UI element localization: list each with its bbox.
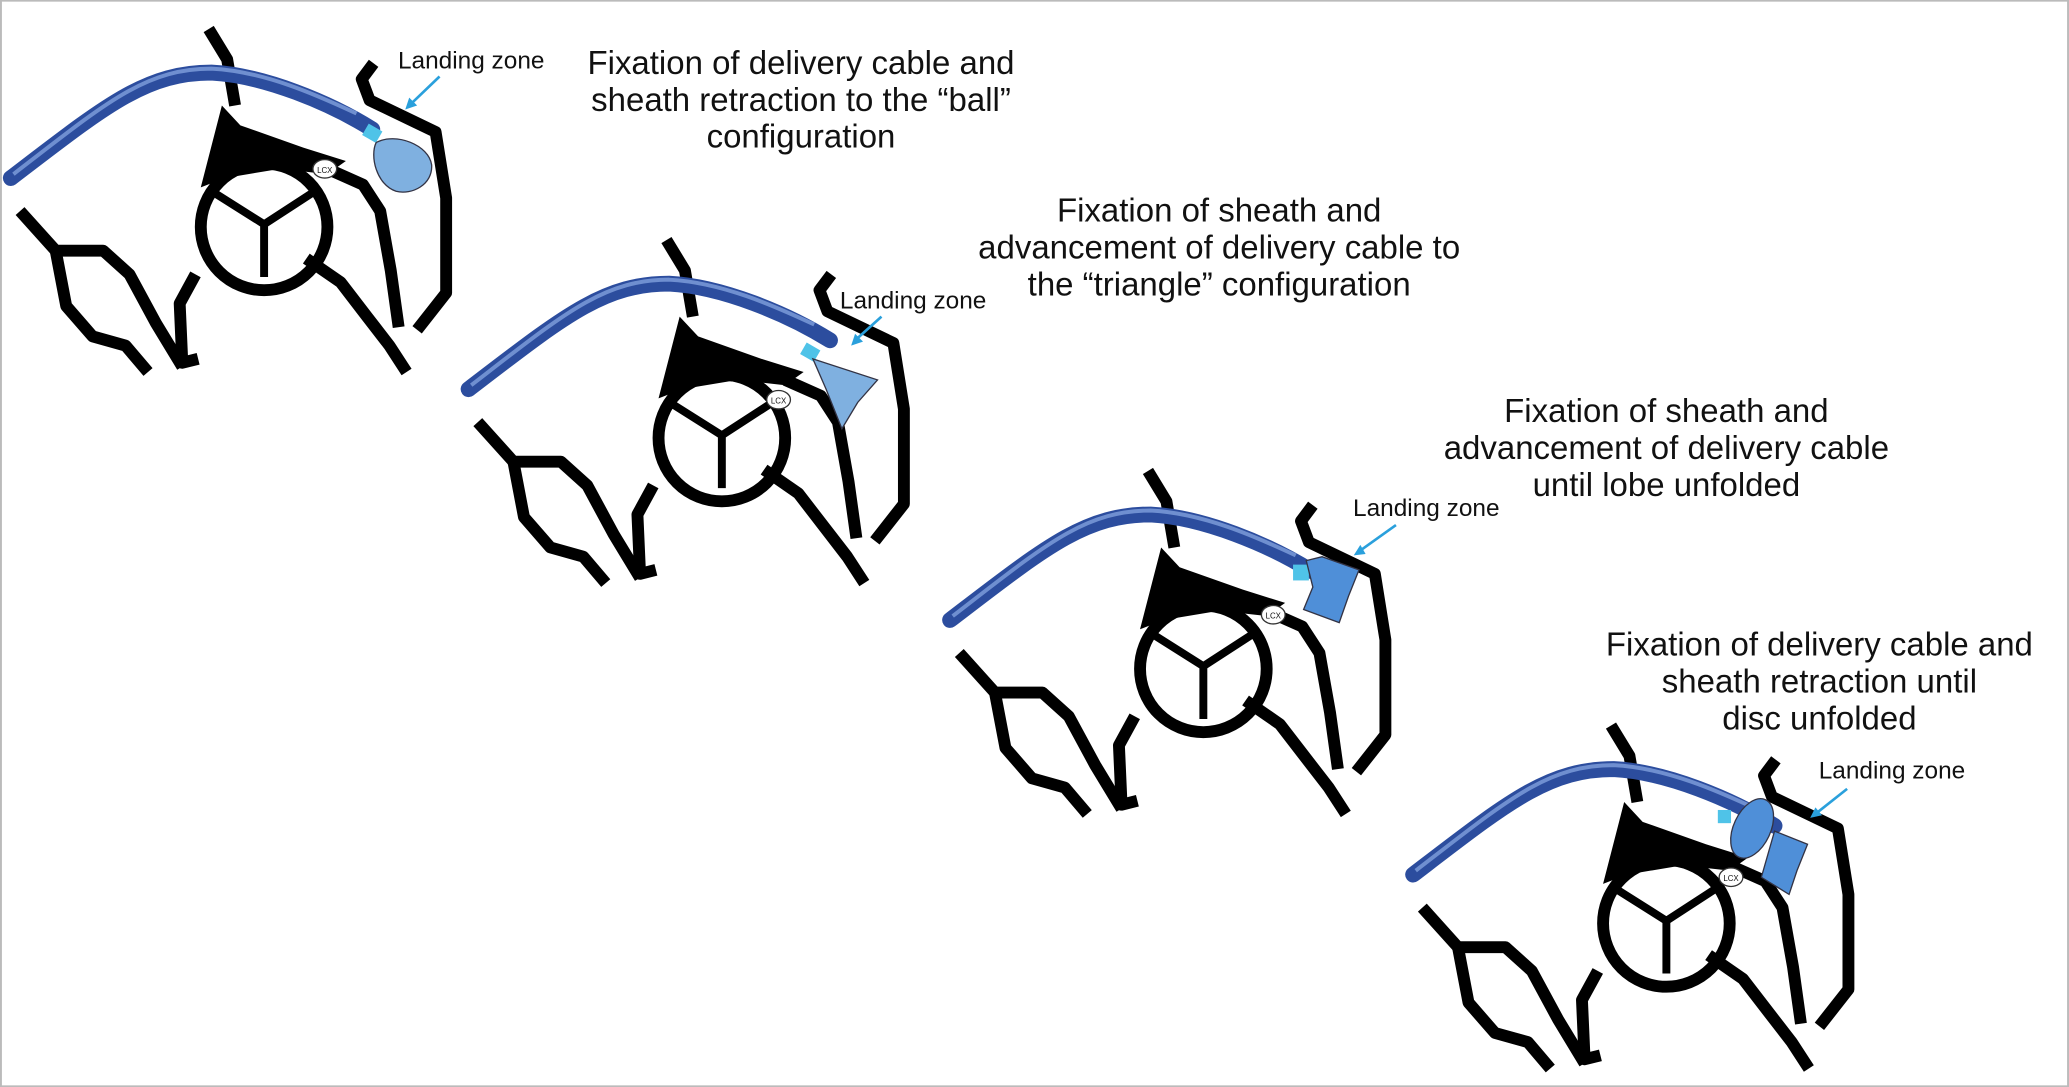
- step-title-line: disc unfolded: [1722, 700, 1916, 737]
- step-title-line: the “triangle” configuration: [1028, 265, 1411, 302]
- step-title-line: Fixation of delivery cable and: [1606, 626, 2033, 663]
- landing-zone-label: Landing zone: [398, 48, 544, 75]
- step-title-line: sheath retraction until: [1662, 663, 1977, 700]
- step-title-line: advancement of delivery cable: [1444, 429, 1889, 466]
- landing-zone-label: Landing zone: [1353, 495, 1499, 522]
- lcx-marker: [766, 389, 792, 410]
- device-ball: [373, 138, 433, 193]
- landing-zone-label: Landing zone: [840, 288, 986, 315]
- device-lobe: [1760, 830, 1809, 896]
- arrow-icon: [1358, 523, 1397, 553]
- sheath-tip: [362, 123, 383, 143]
- panel-3: LCX Landing zone Fixation of sheath and …: [950, 392, 1889, 814]
- step-title-line: Fixation of sheath and: [1057, 192, 1381, 229]
- arrowhead-icon: [1810, 807, 1823, 818]
- lcx-marker: [1260, 604, 1286, 625]
- sheath-tip: [800, 342, 821, 362]
- panel-4: LCX Landing zone Fixation of delivery ca…: [1413, 626, 2033, 1069]
- lcx-marker: [312, 158, 338, 179]
- landing-zone-label: Landing zone: [1819, 757, 1965, 784]
- lcx-marker: [1718, 867, 1744, 888]
- lcx-label: LCX: [317, 166, 333, 175]
- step-title-line: until lobe unfolded: [1533, 466, 1801, 503]
- lcx-label: LCX: [1723, 874, 1739, 883]
- arrow-icon: [1814, 787, 1848, 815]
- sheath-tip: [1717, 809, 1732, 824]
- device-lobe: [1302, 556, 1360, 624]
- arrowhead-icon: [405, 97, 418, 110]
- panel-1: LCX Landing zone Fixation of delivery ca…: [11, 29, 1015, 372]
- step-title-line: sheath retraction to the “ball”: [591, 81, 1011, 118]
- arrowhead-icon: [851, 333, 864, 346]
- arrow-icon: [854, 315, 883, 342]
- device-triangle: [811, 357, 879, 431]
- step-title-line: Fixation of sheath and: [1504, 392, 1828, 429]
- step-title-line: Fixation of delivery cable and: [587, 44, 1014, 81]
- device-disc: [1730, 798, 1775, 859]
- step-title-line: advancement of delivery cable to: [978, 229, 1460, 266]
- lcx-label: LCX: [771, 397, 787, 406]
- arrow-icon: [408, 75, 441, 107]
- arrowhead-icon: [1353, 544, 1366, 556]
- sheath-tip: [1293, 564, 1309, 581]
- panel-2: LCX Landing zone Fixation of sheath and …: [469, 192, 1460, 583]
- lcx-label: LCX: [1266, 612, 1282, 621]
- step-title-line: configuration: [707, 118, 896, 155]
